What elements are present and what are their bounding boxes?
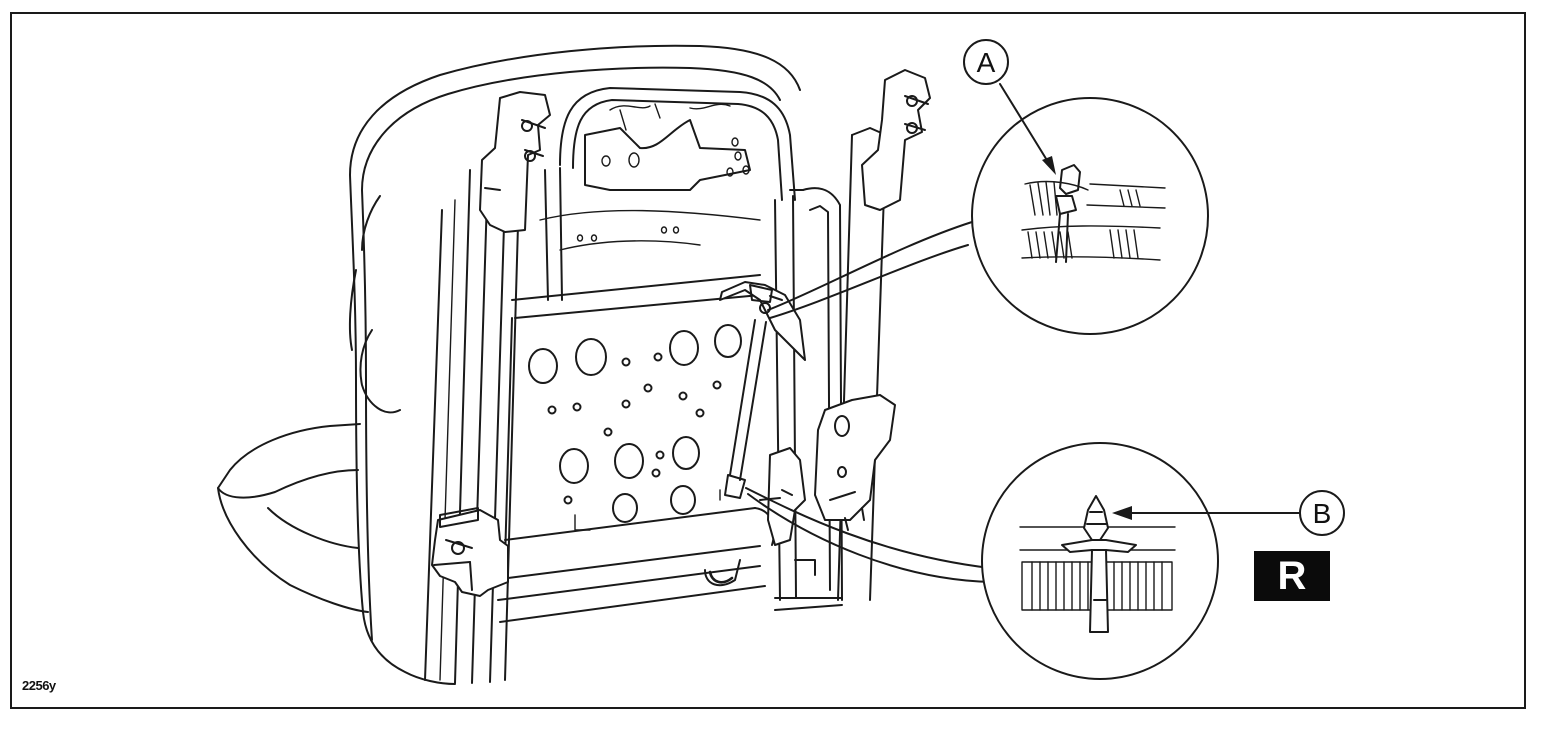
figure-code: 2256y — [22, 678, 56, 693]
callout-b-label: B — [1313, 498, 1332, 529]
callout-a-label: A — [977, 47, 996, 78]
callout-b: B — [1112, 490, 1345, 536]
leader-to-detail-b — [745, 487, 993, 583]
r-badge: R — [1254, 551, 1330, 601]
right-frame-rail — [759, 69, 931, 611]
foam-hatching — [1031, 561, 1163, 611]
top-frame-tube — [539, 87, 796, 301]
callout-b-arrowhead — [1112, 506, 1132, 520]
left-frame-rail — [424, 91, 551, 684]
seat-cushion — [217, 423, 369, 613]
detail-a-circle — [971, 97, 1209, 335]
detail-b-circle — [981, 442, 1219, 680]
lower-cross-tube — [497, 507, 775, 623]
left-recliner-bracket — [431, 507, 509, 597]
callout-a: A — [963, 39, 1056, 175]
seat-back-panel — [504, 274, 761, 561]
wiring-harness — [719, 281, 806, 499]
seat-back-shell — [348, 44, 801, 685]
callout-a-arrowhead — [1042, 156, 1056, 175]
leader-to-detail-a — [767, 221, 973, 319]
